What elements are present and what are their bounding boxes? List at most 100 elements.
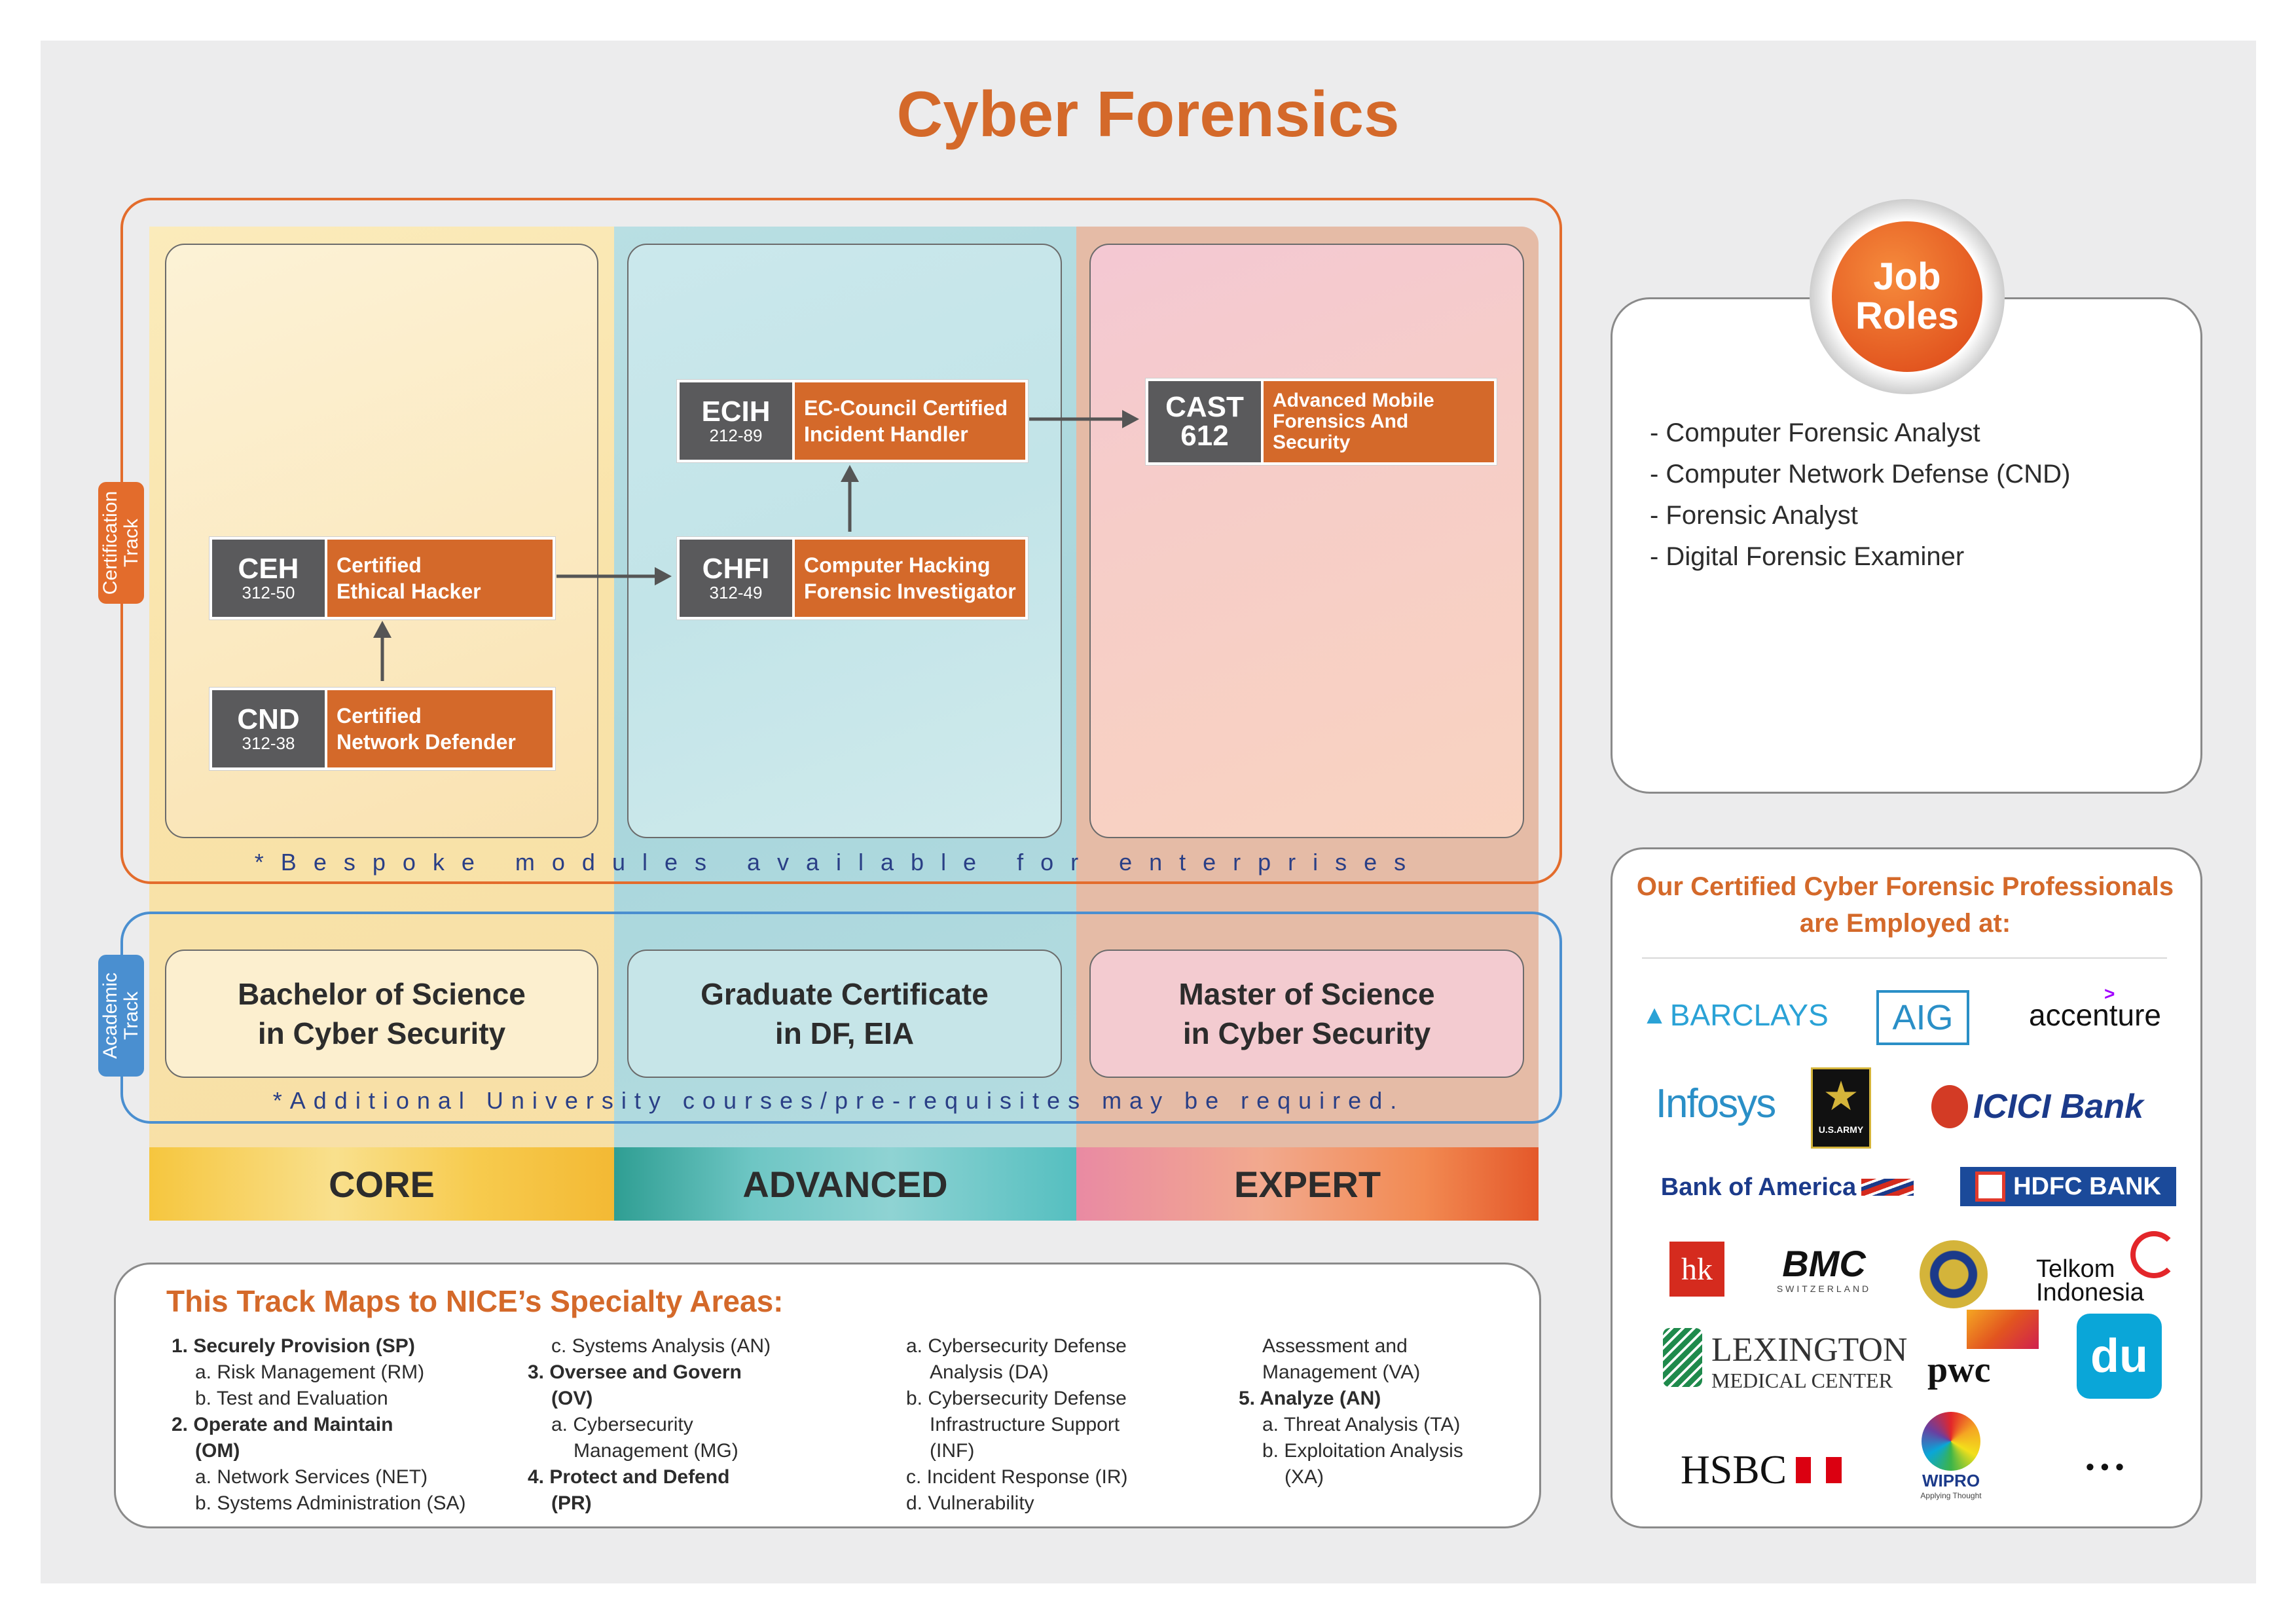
nice-item: a. Threat Analysis (TA) (1262, 1414, 1461, 1435)
chfi-code: CHFI (702, 553, 770, 585)
aig-logo: AIG (1876, 990, 1969, 1045)
ecih-name-line1: EC-Council Certified (804, 396, 1008, 420)
cast-name-line2: Forensics And (1273, 411, 1409, 432)
star-icon: ★ (1823, 1074, 1859, 1119)
job-role-item: - Computer Forensic Analyst (1650, 418, 1980, 447)
nice-item: c. Incident Response (IR) (906, 1466, 1128, 1488)
bmc-text: BMC (1782, 1243, 1866, 1284)
nice-title: This Track Maps to NICE’s Specialty Area… (166, 1284, 784, 1318)
level-core: CORE (149, 1147, 614, 1221)
academic-expert-line1: Master of Science (1178, 977, 1435, 1011)
wipro-text: WIPRO (1922, 1471, 1980, 1490)
hdfc-square-icon (1975, 1172, 2006, 1202)
nice-item: 5. Analyze (AN) (1239, 1388, 1381, 1409)
du-logo: du (2077, 1314, 2162, 1399)
arrowhead-chfi-ecih (841, 465, 859, 482)
telkom-logo: Telkom Indonesia (2030, 1231, 2187, 1305)
chfi-exam: 312-49 (709, 583, 763, 602)
employers-title: Our Certified Cyber Forensic Professiona… (1617, 868, 2193, 942)
bmc-sub-text: SWITZERLAND (1776, 1283, 1872, 1294)
ecih-code-block: ECIH 212-89 (680, 382, 792, 460)
ecih-exam: 212-89 (709, 426, 763, 445)
nice-item: Analysis (DA) (930, 1361, 1049, 1383)
pwc-logo: pwc (1927, 1310, 2045, 1395)
cnd-name-line2: Network Defender (337, 730, 516, 754)
chfi-name: Computer Hacking Forensic Investigator (792, 540, 1025, 617)
job-role-item: - Computer Network Defense (CND) (1650, 460, 2071, 489)
hk-logo: hk (1669, 1242, 1724, 1297)
lexington-leaf-icon (1663, 1328, 1702, 1387)
wipro-logo: WIPRO Applying Thought (1899, 1412, 2003, 1504)
accenture-logo: accenture (2013, 982, 2178, 1048)
bin-seal-logo (1920, 1240, 1988, 1308)
ecih-name-line2: Incident Handler (804, 422, 968, 446)
ceh-name: Certified Ethical Hacker (325, 540, 553, 617)
accenture-text: accenture (2028, 998, 2161, 1032)
academic-track-tab: Academic Track (98, 955, 144, 1077)
nice-item: 2. Operate and Maintain (172, 1414, 393, 1435)
wipro-sub-text: Applying Thought (1920, 1491, 1982, 1500)
level-advanced: ADVANCED (614, 1147, 1076, 1221)
cnd-name: Certified Network Defender (325, 690, 553, 767)
academic-expert-line2: in Cyber Security (1182, 1016, 1431, 1050)
nice-column-1: 1. Securely Provision (SP)a. Risk Manage… (172, 1333, 465, 1517)
employers-divider (1642, 957, 2167, 959)
cast-name-line3: Security (1273, 432, 1351, 453)
nice-item: a. Cybersecurity Defense (906, 1335, 1127, 1357)
ceh-code: CEH (238, 553, 299, 585)
page-title: Cyber Forensics (896, 78, 1400, 150)
us-army-logo: ★ U.S.ARMY (1811, 1067, 1871, 1149)
us-army-text: U.S.ARMY (1818, 1124, 1864, 1135)
eagle-icon: ▲ (1641, 1000, 1667, 1029)
cnd-badge[interactable]: CND 312-38 Certified Network Defender (210, 688, 555, 770)
nice-item: d. Vulnerability (906, 1492, 1034, 1514)
ceh-badge[interactable]: CEH 312-50 Certified Ethical Hacker (210, 537, 555, 619)
nice-item: b. Test and Evaluation (195, 1388, 388, 1409)
nice-mapping-box (114, 1263, 1541, 1528)
cnd-name-line1: Certified (337, 704, 422, 728)
ceh-name-line1: Certified (337, 553, 422, 577)
nice-item: (OM) (195, 1440, 240, 1462)
barclays-logo: ▲BARCLAYS (1641, 989, 1829, 1041)
ecih-badge[interactable]: ECIH 212-89 EC-Council Certified Inciden… (677, 380, 1028, 462)
nice-item: b. Cybersecurity Defense (906, 1388, 1127, 1409)
nice-item: Management (VA) (1262, 1361, 1421, 1383)
nice-item: a. Cybersecurity (551, 1414, 693, 1435)
job-roles-heading-line1: Job (1873, 255, 1941, 298)
job-roles-heading-line2: Roles (1855, 295, 1959, 337)
cast-badge[interactable]: CAST 612 Advanced Mobile Forensics And S… (1146, 378, 1497, 465)
hsbc-hexagon-icon (1795, 1457, 1842, 1483)
cnd-code-block: CND 312-38 (212, 690, 325, 767)
lexington-logo: LEXINGTON MEDICAL CENTER (1663, 1324, 1907, 1396)
cast-exam: 612 (1180, 420, 1229, 452)
job-roles-list: - Computer Forensic Analyst - Computer N… (1650, 413, 2174, 578)
chfi-name-line2: Forensic Investigator (804, 580, 1016, 603)
chfi-badge[interactable]: CHFI 312-49 Computer Hacking Forensic In… (677, 537, 1028, 619)
nice-item: a. Risk Management (RM) (195, 1361, 425, 1383)
level-expert: EXPERT (1076, 1147, 1539, 1221)
bofa-flag-icon (1861, 1179, 1914, 1196)
hsbc-text: HSBC (1681, 1447, 1787, 1492)
academic-core-line2: in Cyber Security (257, 1016, 506, 1050)
more-employers: • • • (2086, 1453, 2124, 1480)
nice-item: (PR) (551, 1492, 592, 1514)
nice-item: 4. Protect and Defend (528, 1466, 730, 1488)
pwc-blocks-icon (1967, 1310, 2039, 1349)
nice-item: a. Network Services (NET) (195, 1466, 428, 1488)
nice-item: (XA) (1285, 1466, 1324, 1488)
bank-of-america-logo: Bank of America (1656, 1164, 1918, 1210)
arrowhead-ecih-cast (1122, 410, 1139, 428)
additional-courses-note: *Additional University courses/pre-requi… (272, 1087, 1405, 1114)
cnd-code: CND (237, 703, 300, 735)
lexington-text-line2: MEDICAL CENTER (1711, 1369, 1893, 1392)
ceh-exam: 312-50 (242, 583, 295, 602)
arrowhead-ceh-chfi (655, 567, 672, 585)
bmc-logo: BMC SWITZERLAND (1758, 1244, 1889, 1299)
job-role-item: - Forensic Analyst (1650, 501, 1858, 530)
chfi-name-line1: Computer Hacking (804, 553, 991, 577)
